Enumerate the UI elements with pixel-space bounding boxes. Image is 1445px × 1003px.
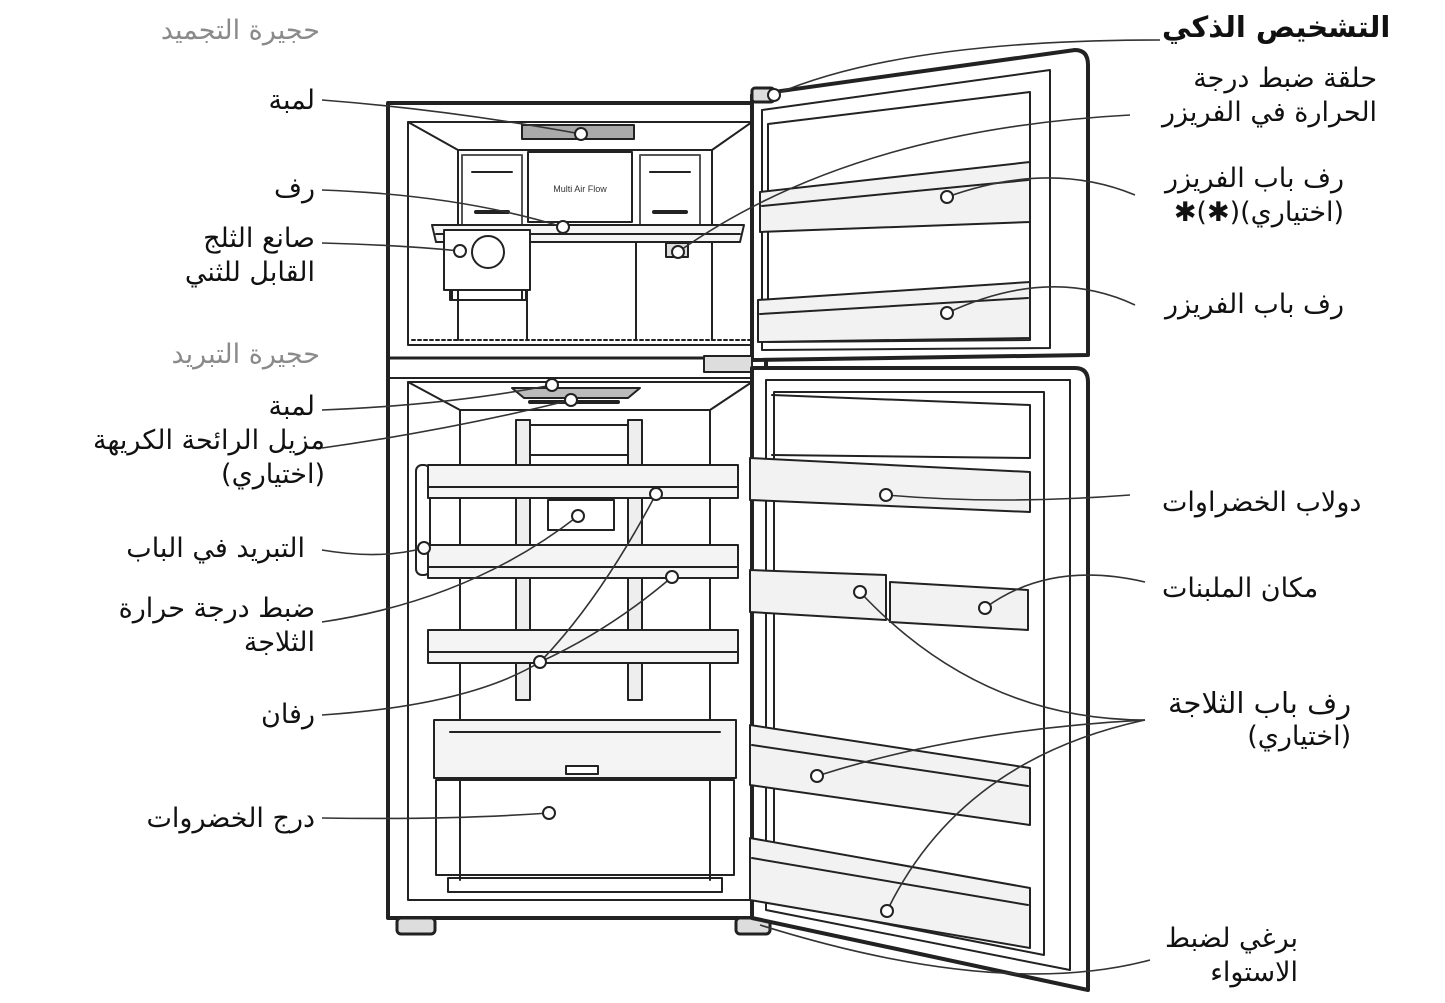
label-shelf: رف bbox=[274, 172, 315, 206]
label-dairy-corner: مكان الملبنات bbox=[1162, 572, 1318, 606]
label-freezer-door-shelf-opt-line2: (اختياري)(✱)✱ bbox=[1165, 196, 1344, 230]
label-fridge-compartment: حجيرة التبريد bbox=[172, 338, 321, 372]
label-vegetable-cabinet: دولاب الخضراوات bbox=[1162, 486, 1361, 520]
label-freezer-door-shelf-opt-line1: رف باب الفريزر bbox=[1165, 162, 1344, 196]
label-freezer-temp-line1: حلقة ضبط درجة bbox=[1162, 62, 1377, 96]
label-freezer-door-shelf-optional: رف باب الفريزر (اختياري)(✱)✱ bbox=[1165, 162, 1344, 230]
label-smart-diagnosis: التشخيص الذكي bbox=[1162, 10, 1390, 44]
label-fridge-door-shelf-line1: رف باب الثلاجة bbox=[1168, 686, 1351, 720]
label-fridge-temp-line2: الثلاجة bbox=[119, 626, 315, 660]
label-fridge-door-shelf: رف باب الثلاجة (اختياري) bbox=[1168, 686, 1351, 754]
freezer-compartment: Multi Air Flow bbox=[408, 122, 752, 345]
label-ice-maker-line1: صانع الثلج bbox=[185, 222, 315, 256]
label-vegetable-drawer: درج الخضروات bbox=[147, 802, 316, 836]
label-freezer-temp-dial: حلقة ضبط درجة الحرارة في الفريزر bbox=[1162, 62, 1377, 130]
label-freezer-lamp: لمبة bbox=[269, 84, 315, 118]
label-fridge-lamp: لمبة bbox=[269, 390, 315, 424]
label-leveling-screw-line1: برغي لضبط bbox=[1165, 922, 1298, 956]
label-ice-maker: صانع الثلج القابل للثني bbox=[185, 222, 315, 290]
label-deodorizer: مزيل الرائحة الكريهة (اختياري) bbox=[93, 424, 325, 492]
label-fridge-temp-control: ضبط درجة حرارة الثلاجة bbox=[119, 592, 315, 660]
label-freezer-compartment: حجيرة التجميد bbox=[161, 14, 320, 48]
label-fridge-door-shelf-line2: (اختياري) bbox=[1168, 720, 1351, 754]
label-deodorizer-line2: (اختياري) bbox=[93, 458, 325, 492]
label-freezer-temp-line2: الحرارة في الفريزر bbox=[1162, 96, 1377, 130]
label-shelves: رفان bbox=[261, 698, 315, 732]
label-door-cooling: التبريد في الباب bbox=[126, 532, 305, 566]
label-freezer-door-shelf: رف باب الفريزر bbox=[1165, 288, 1344, 322]
label-fridge-temp-line1: ضبط درجة حرارة bbox=[119, 592, 315, 626]
freezer-door bbox=[704, 50, 1088, 372]
fridge-door bbox=[750, 368, 1088, 990]
label-leveling-screw-line2: الاستواء bbox=[1165, 956, 1298, 990]
label-deodorizer-line1: مزيل الرائحة الكريهة bbox=[93, 424, 325, 458]
multi-air-flow-label: Multi Air Flow bbox=[553, 184, 607, 194]
label-leveling-screw: برغي لضبط الاستواء bbox=[1165, 922, 1298, 990]
label-ice-maker-line2: القابل للثني bbox=[185, 256, 315, 290]
